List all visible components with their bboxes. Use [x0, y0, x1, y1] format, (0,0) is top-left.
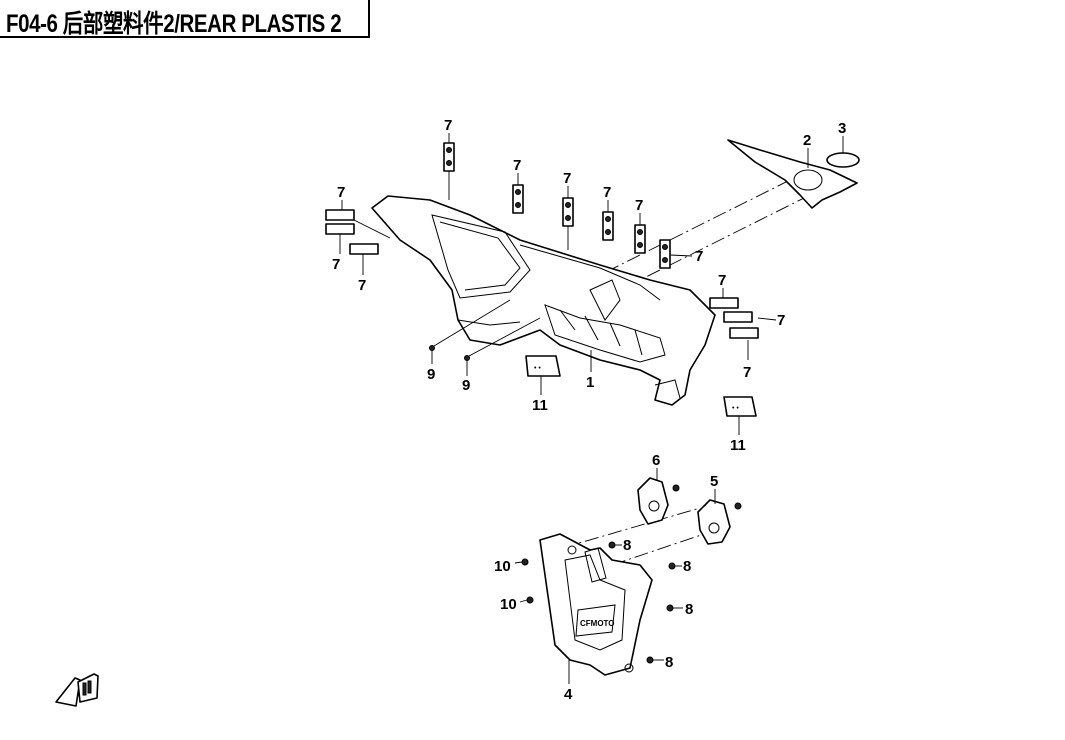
title-box: F04-6 后部塑料件2/REAR PLASTIS 2 [0, 0, 370, 38]
callout-6: 6 [652, 452, 660, 469]
diagram-title: F04-6 后部塑料件2/REAR PLASTIS 2 [6, 10, 342, 38]
callout-labels: 7 7 7 7 7 7 7 7 7 7 7 7 2 3 9 9 1 11 11 … [332, 117, 846, 703]
fasteners-part-8-10 [514, 541, 683, 664]
callout-7: 7 [635, 197, 643, 214]
svg-text:• •: • • [732, 405, 739, 412]
callout-7: 7 [513, 157, 521, 174]
part-11-pad-right: • • [723, 396, 757, 417]
callout-7: 7 [358, 277, 366, 294]
callout-9: 9 [462, 377, 470, 394]
callout-7: 7 [695, 248, 703, 265]
callout-8: 8 [623, 537, 631, 554]
callout-1: 1 [586, 374, 594, 391]
clips-part-7 [325, 133, 777, 360]
callout-7: 7 [337, 184, 345, 201]
part-6-bracket [637, 468, 680, 525]
screws-part-9 [429, 136, 844, 435]
cover-logo: CFMOTO [580, 619, 615, 628]
svg-text:• •: • • [534, 365, 541, 372]
callout-11: 11 [730, 437, 746, 454]
callout-10: 10 [500, 596, 517, 613]
callout-8: 8 [683, 558, 691, 575]
callout-2: 2 [803, 132, 811, 149]
callout-10: 10 [494, 558, 511, 575]
callout-7: 7 [718, 272, 726, 289]
part-3-ring [826, 152, 860, 168]
callout-8: 8 [685, 601, 693, 618]
callout-5: 5 [710, 473, 718, 490]
callout-9: 9 [427, 366, 435, 383]
callout-7: 7 [563, 170, 571, 187]
callout-8: 8 [665, 654, 673, 671]
callout-3: 3 [838, 120, 846, 137]
callout-7: 7 [603, 184, 611, 201]
part-11-pad-left: • • [525, 355, 561, 377]
part-5-bracket [697, 489, 742, 545]
part-2-tail-cover [727, 139, 858, 209]
callout-7: 7 [743, 364, 751, 381]
callout-7: 7 [444, 117, 452, 134]
part-4-lower-cover: CFMOTO [539, 533, 653, 684]
callout-11: 11 [532, 397, 548, 414]
callout-4: 4 [564, 686, 573, 703]
callout-7: 7 [777, 312, 785, 329]
callout-7: 7 [332, 256, 340, 273]
part-1-rear-fender [371, 195, 716, 406]
fwd-arrow-icon [55, 673, 99, 707]
